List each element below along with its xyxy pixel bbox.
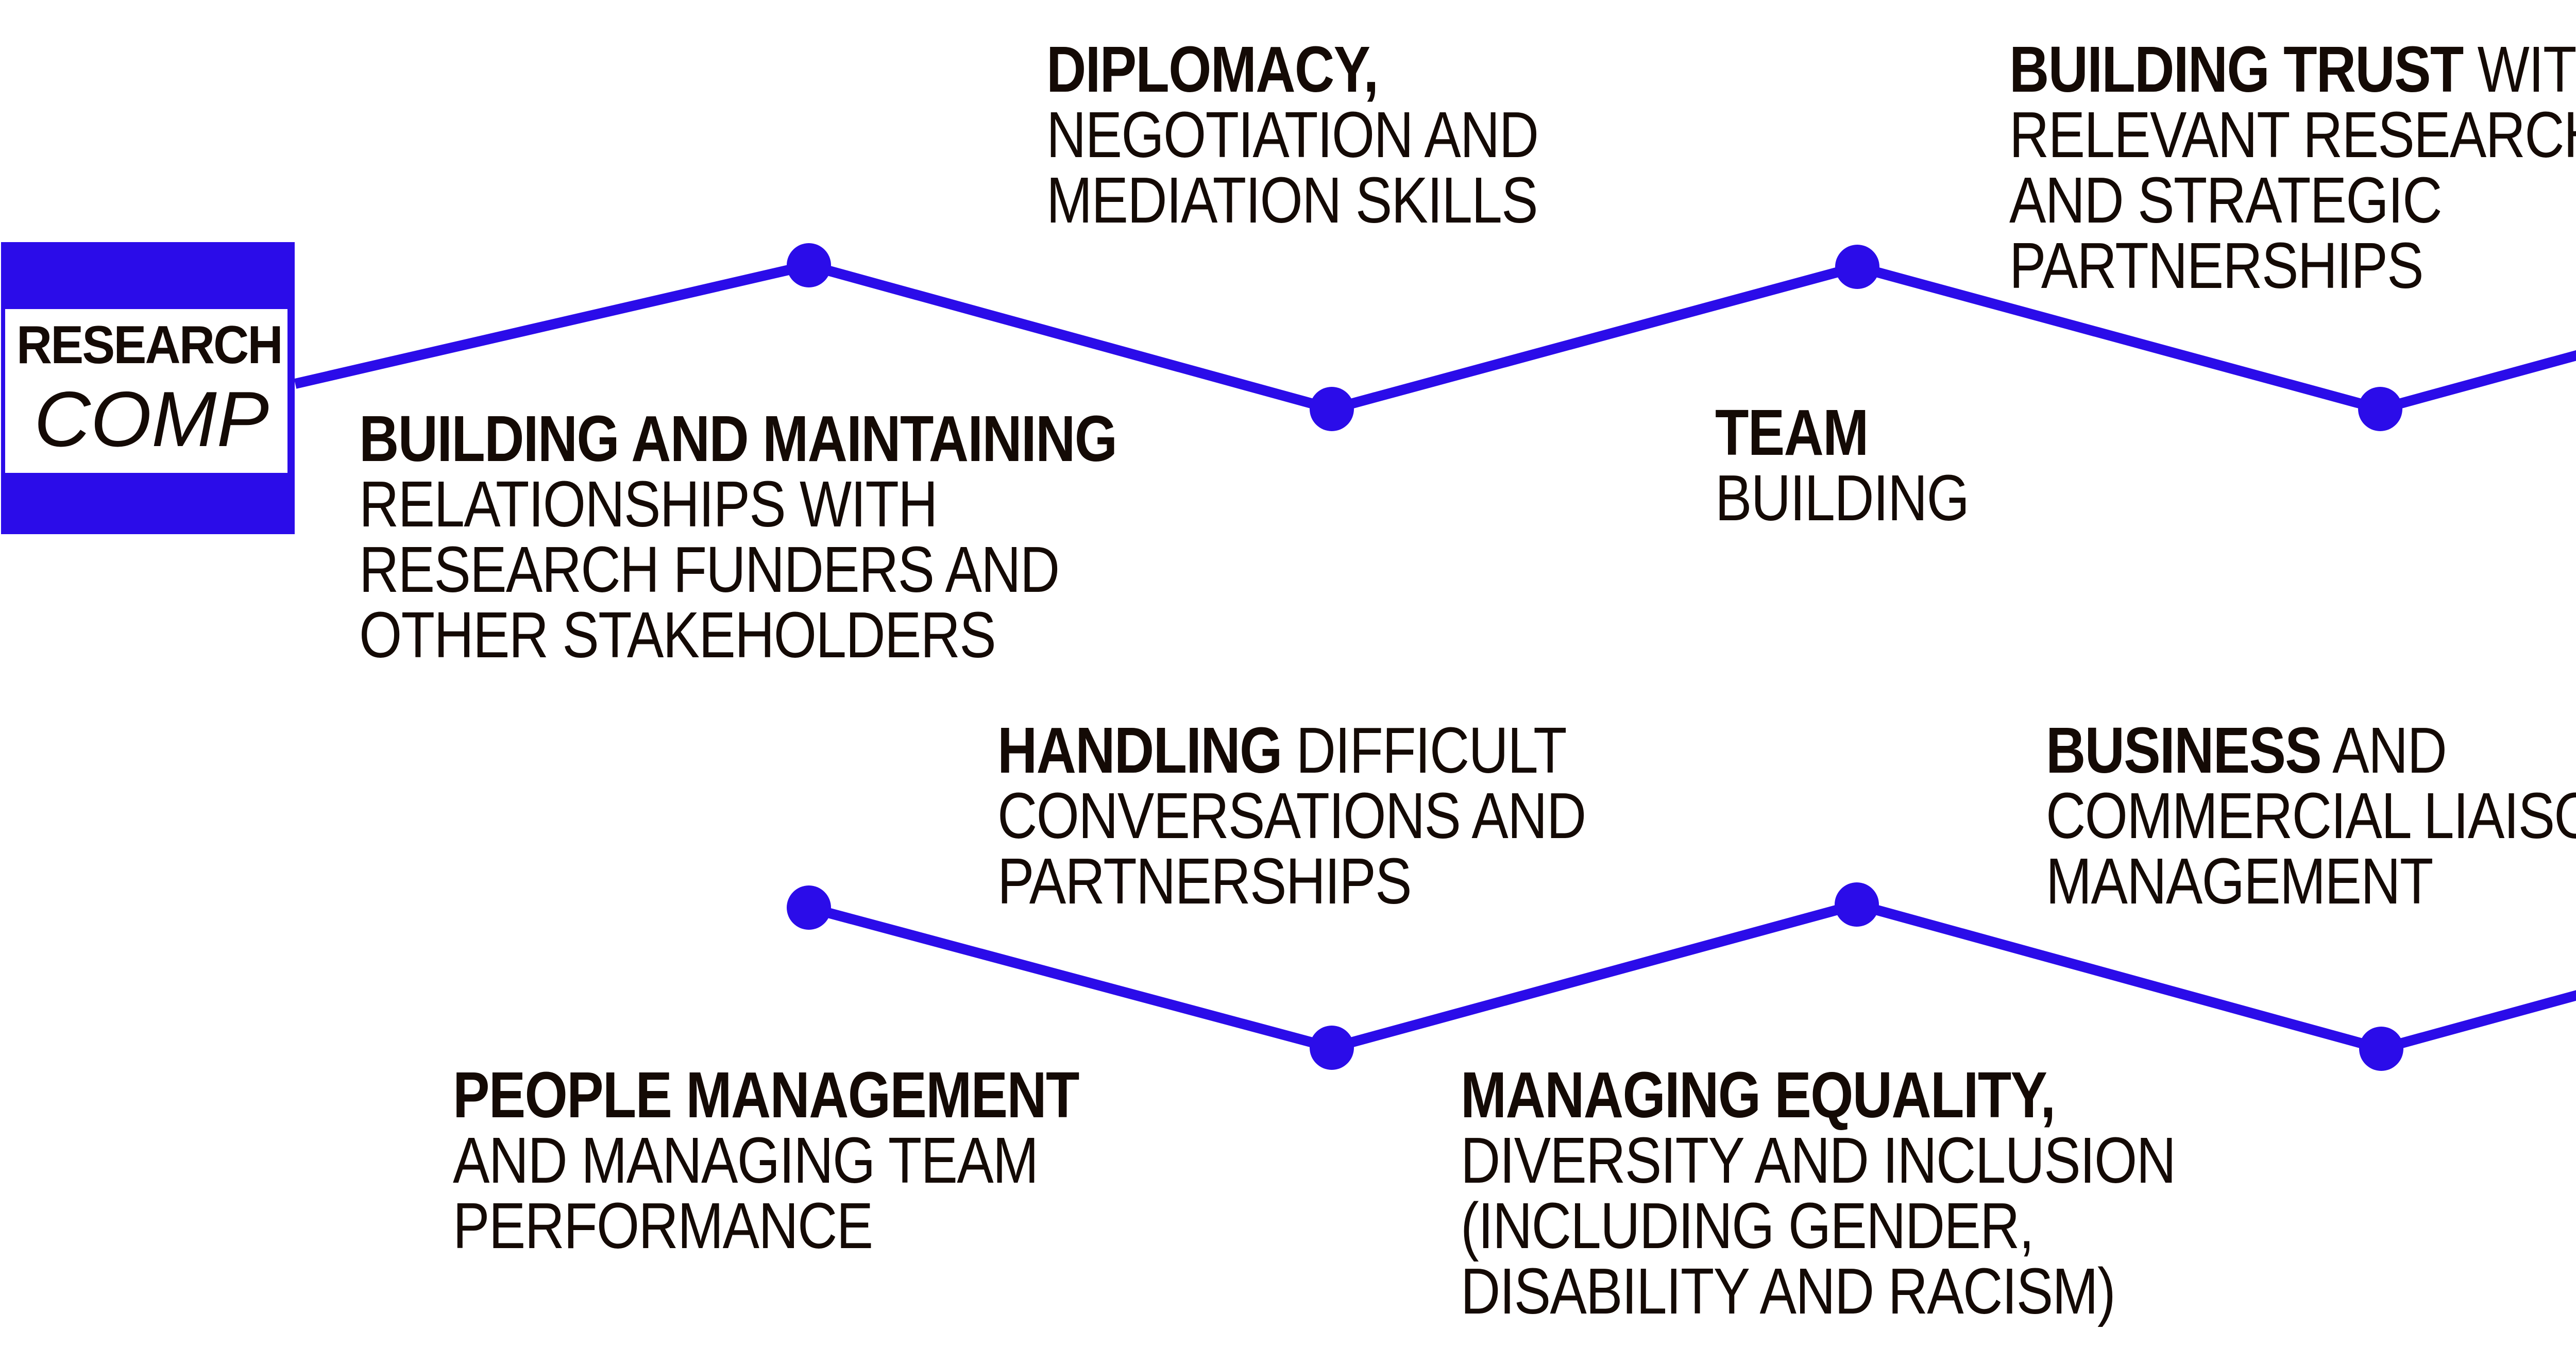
label-regular-text: RELEVANT RESEARCH [2009,98,2576,171]
label-line: PARTNERSHIPS [2009,233,2576,298]
label-line: RESEARCH FUNDERS AND [359,537,1116,602]
label-line: AND STRATEGIC [2009,167,2576,233]
label-line: DISABILITY AND RACISM) [1461,1258,2175,1324]
label-line: RELEVANT RESEARCH [2009,102,2576,167]
label-line: MANAGEMENT [2046,848,2576,914]
label-line: TEAM [1715,400,1969,465]
label-bold-text: BUILDING AND MAINTAINING [359,402,1117,475]
label-line: COMMERCIAL LIAISON [2046,783,2576,848]
label-line: PERFORMANCE [453,1193,1079,1258]
label-regular-text: CONVERSATIONS AND [997,779,1586,852]
label-regular-text: RELATIONSHIPS WITH [359,468,938,540]
label-line: MANAGING EQUALITY, [1461,1062,2175,1128]
label-line: RELATIONSHIPS WITH [359,471,1116,537]
top-skill-path-node-dot [2358,387,2402,431]
label-bold-text: TEAM [1715,396,1869,469]
label-regular-text: NEGOTIATION AND [1046,98,1539,171]
top-skill-path-node-dot [1835,245,1879,289]
label-regular-text: DIFFICULT [1281,714,1567,787]
label-regular-text: PARTNERSHIPS [997,845,1412,917]
label-regular-text: WITHIN [2477,33,2576,106]
label-line: MEDIATION SKILLS [1046,167,1538,233]
label-bold-text: BUSINESS [2046,714,2322,787]
label-regular-text: PERFORMANCE [453,1189,873,1262]
label-regular-text: COMMERCIAL LIAISON [2046,779,2576,852]
label-line: BUILDING AND MAINTAINING [359,406,1117,471]
label-regular-text: RESEARCH FUNDERS AND [359,533,1060,606]
label-regular-text: AND MANAGING TEAM [453,1124,1039,1197]
label-regular-text: BUILDING [1715,462,1970,534]
label-line: BUILDING [1715,462,1970,534]
label-regular-text: AND STRATEGIC [2009,164,2442,236]
researchcomp-logo: RESEARCH COMP [1,242,295,534]
label-bold-text: PEOPLE MANAGEMENT [453,1059,1079,1131]
label-bold-text: BUILDING TRUST [2009,33,2464,106]
label-line: BUILDING TRUST WITHIN [2009,37,2576,102]
bottom-skill-path-node-dot [1835,882,1879,927]
label-bold-text: DIPLOMACY, [1046,33,1379,106]
logo-white-band: RESEARCH COMP [5,309,287,473]
label-regular-text: OTHER STAKEHOLDERS [359,599,996,671]
label-regular-text: DIVERSITY AND INCLUSION [1461,1124,2176,1197]
bottom-skill-path-node-dot [2359,1027,2403,1071]
logo-text-comp: COMP [34,376,269,463]
label-regular-text: (INCLUDING GENDER, [1461,1189,2035,1262]
label-line: AND MANAGING TEAM [453,1128,1079,1193]
label-line: HANDLING DIFFICULT [997,718,1585,783]
label-line: DIVERSITY AND INCLUSION [1461,1128,2176,1193]
label-regular-text: PARTNERSHIPS [2009,229,2424,302]
label-line: OTHER STAKEHOLDERS [359,602,1116,668]
label-line: CONVERSATIONS AND [997,783,1586,848]
label-line: (INCLUDING GENDER, [1461,1193,2175,1258]
top-skill-path-node-dot [787,243,831,287]
logo-text-research: RESEARCH [16,315,283,375]
label-regular-text: MANAGEMENT [2046,845,2433,917]
top-skill-path-node-dot [1310,387,1354,431]
bottom-skill-path-node-dot [787,885,831,930]
label-line: DIPLOMACY, [1046,37,1538,102]
label-line: PEOPLE MANAGEMENT [453,1062,1079,1128]
bottom-skill-path-node-dot [1310,1026,1354,1070]
label-line: PARTNERSHIPS [997,848,1585,914]
label-regular-text: AND [2320,714,2447,787]
bottom-skill-path [807,899,2576,1054]
label-bold-text: MANAGING EQUALITY, [1461,1059,2056,1131]
label-managing-equality-diversity: MANAGING EQUALITY,DIVERSITY AND INCLUSIO… [1461,1062,2176,1324]
label-building-trust-partnerships: BUILDING TRUST WITHINRELEVANT RESEARCHAN… [2009,37,2576,298]
label-bold-text: HANDLING [997,714,1282,787]
label-regular-text: MEDIATION SKILLS [1046,164,1538,236]
label-line: NEGOTIATION AND [1046,102,1539,167]
label-line: BUSINESS AND [2046,718,2576,783]
label-regular-text: DISABILITY AND RACISM) [1461,1255,2116,1327]
